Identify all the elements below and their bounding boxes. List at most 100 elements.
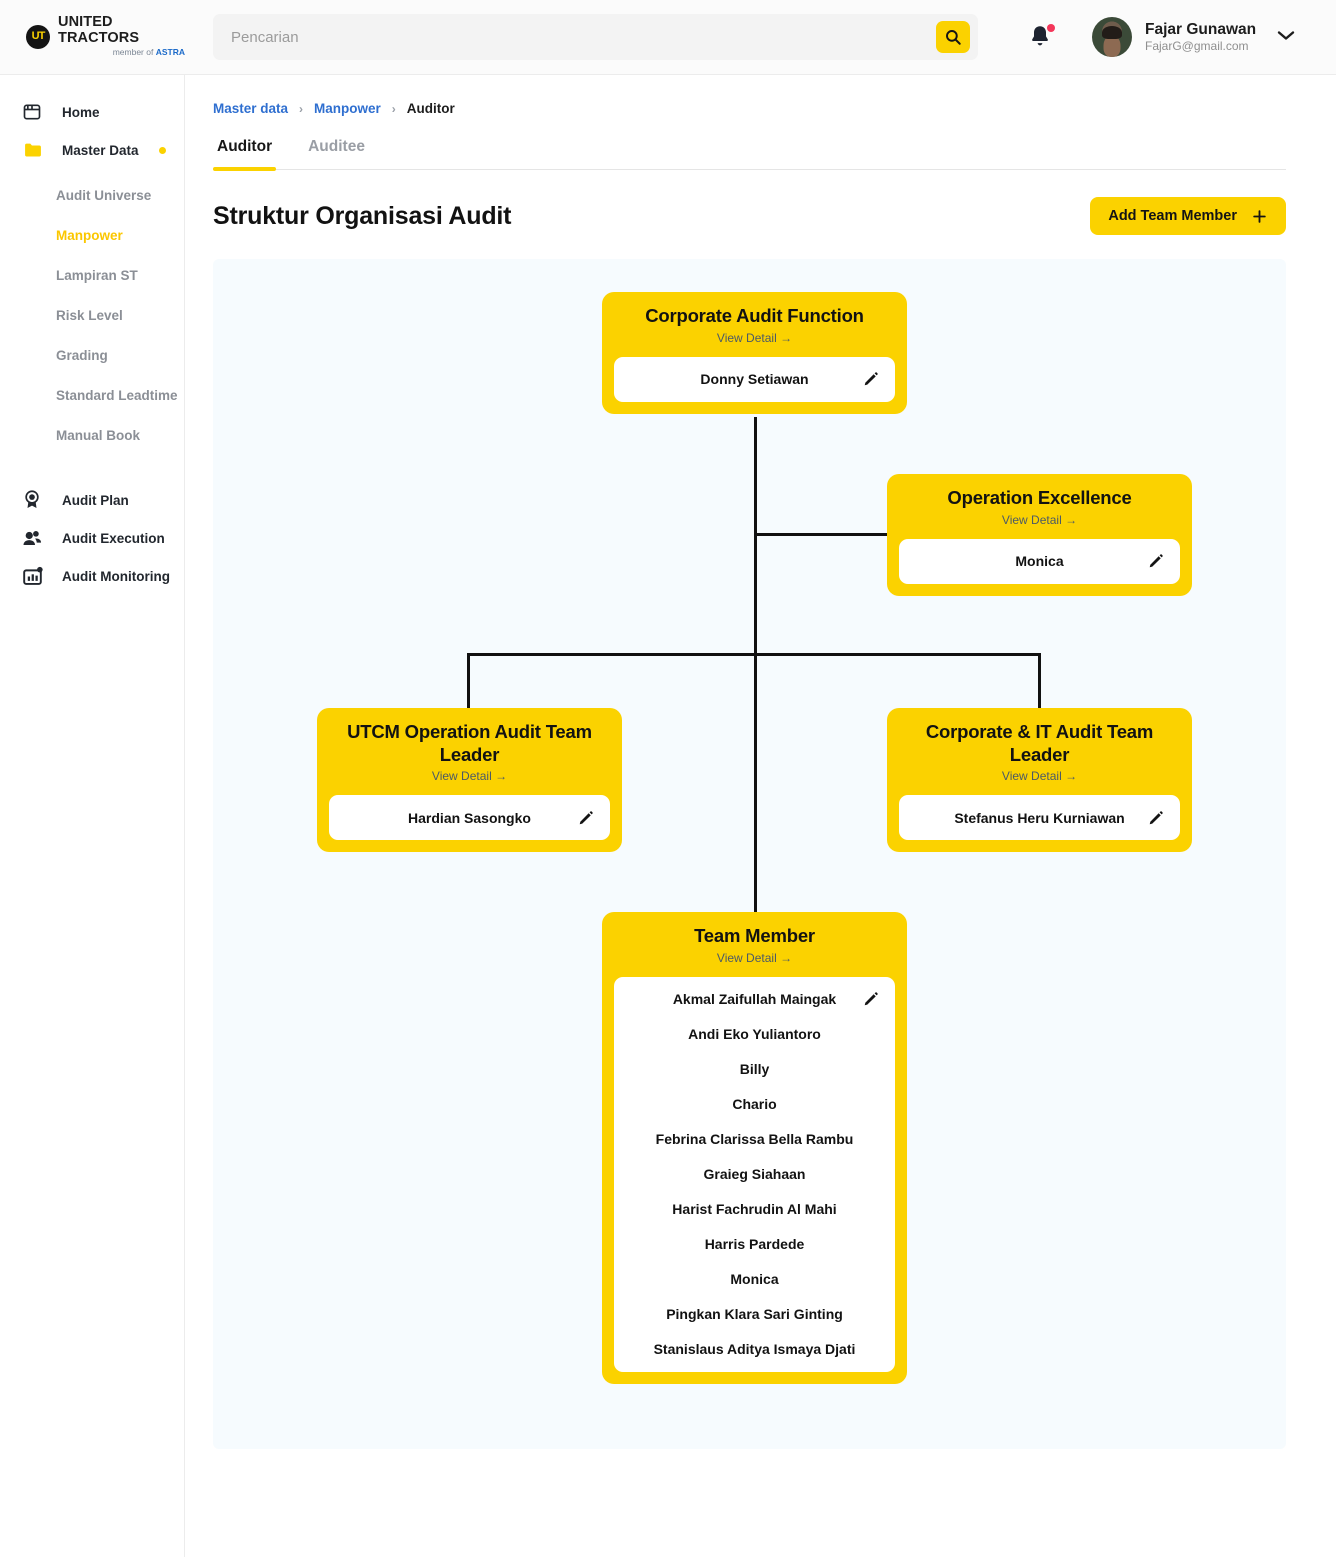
person-row: Pingkan Klara Sari Ginting	[614, 1301, 895, 1328]
view-detail-link[interactable]: View Detail →	[716, 950, 793, 965]
sidebar-item-risk-level[interactable]: Risk Level	[0, 295, 184, 335]
person-row: Billy	[614, 1056, 895, 1083]
sidebar-item-audit-universe[interactable]: Audit Universe	[0, 175, 184, 215]
org-node-team-member[interactable]: Team Member View Detail → Akmal Zaifulla…	[602, 912, 907, 1384]
person-row: Hardian Sasongko	[329, 804, 610, 831]
tab-auditee[interactable]: Auditee	[308, 138, 365, 155]
notifications-button[interactable]	[1028, 23, 1055, 51]
main-content: Master data › Manpower › Auditor Auditor…	[185, 75, 1336, 1557]
person-name: Stanislaus Aditya Ismaya Djati	[653, 1341, 856, 1358]
org-node-title: UTCM Operation Audit Team Leader	[347, 721, 592, 765]
chevron-down-icon[interactable]	[1276, 28, 1296, 46]
person-row: Stanislaus Aditya Ismaya Djati	[614, 1336, 895, 1363]
connector-trunk-to-team-member	[754, 653, 757, 915]
chart-bar-icon	[22, 566, 46, 587]
connector-to-corporate-it-leader	[1038, 653, 1041, 715]
sidebar-subitem-label: Lampiran ST	[56, 267, 138, 283]
user-email: FajarG@gmail.com	[1145, 38, 1249, 53]
home-icon	[22, 102, 46, 122]
org-node-operation-excellence[interactable]: Operation Excellence View Detail → Monic…	[887, 474, 1192, 596]
add-team-member-button[interactable]: Add Team Member	[1090, 197, 1286, 235]
sidebar-item-audit-plan[interactable]: Audit Plan	[0, 481, 184, 519]
edit-person-button[interactable]	[1146, 808, 1166, 828]
edit-person-button[interactable]	[1146, 551, 1166, 571]
sidebar-item-standard-leadtime[interactable]: Standard Leadtime	[0, 375, 184, 415]
breadcrumb-item-manpower[interactable]: Manpower	[314, 101, 381, 116]
edit-person-button[interactable]	[861, 369, 881, 389]
org-node-people: Monica	[899, 538, 1180, 584]
breadcrumb-separator: ›	[299, 101, 304, 116]
notification-badge	[1047, 24, 1055, 32]
breadcrumb-item-master-data[interactable]: Master data	[213, 101, 289, 116]
sidebar-divider-space	[0, 455, 184, 481]
sidebar-item-manual-book[interactable]: Manual Book	[0, 415, 184, 455]
sidebar-item-lampiran-st[interactable]: Lampiran ST	[0, 255, 184, 295]
pencil-icon	[1149, 810, 1163, 824]
sidebar-item-master-data[interactable]: Master Data	[0, 131, 184, 169]
people-icon	[22, 528, 46, 548]
person-name: Harist Fachrudin Al Mahi	[672, 1201, 837, 1218]
view-detail-link[interactable]: View Detail →	[431, 769, 508, 784]
person-name: Graieg Siahaan	[703, 1166, 806, 1183]
folder-icon	[22, 140, 46, 160]
search-icon	[946, 30, 961, 45]
breadcrumb: Master data › Manpower › Auditor	[185, 75, 1336, 116]
sidebar-item-home[interactable]: Home	[0, 93, 184, 131]
sidebar-item-audit-execution[interactable]: Audit Execution	[0, 519, 184, 557]
org-node-corporate-audit-function[interactable]: Corporate Audit Function View Detail → D…	[602, 292, 907, 414]
edit-person-button[interactable]	[576, 808, 596, 828]
logo-mark-text: UT	[31, 30, 46, 43]
page-title: Struktur Organisasi Audit	[213, 201, 512, 230]
org-node-people: Stefanus Heru Kurniawan	[899, 795, 1180, 841]
org-node-people: Donny Setiawan	[614, 356, 895, 402]
person-name: Akmal Zaifullah Maingak	[672, 991, 837, 1008]
person-name: Pingkan Klara Sari Ginting	[666, 1306, 843, 1323]
sidebar-item-manpower[interactable]: Manpower	[0, 215, 184, 255]
user-name: Fajar Gunawan	[1145, 20, 1257, 38]
sidebar-subitem-label: Manual Book	[56, 427, 141, 443]
person-row: Donny Setiawan	[614, 366, 895, 393]
org-chart-canvas: Corporate Audit Function View Detail → D…	[213, 259, 1286, 1449]
person-name: Monica	[730, 1271, 779, 1288]
org-node-title: Team Member	[694, 925, 815, 946]
brand-subtitle: member of ASTRA	[112, 46, 185, 57]
sidebar-subitem-label: Risk Level	[56, 307, 123, 323]
view-detail-link[interactable]: View Detail →	[1001, 512, 1078, 527]
sidebar-item-label: Audit Monitoring	[62, 568, 170, 584]
person-row: Harris Pardede	[614, 1231, 895, 1258]
org-node-title: Corporate Audit Function	[645, 305, 864, 326]
avatar	[1092, 17, 1132, 57]
org-node-corporate-it-audit-team-leader[interactable]: Corporate & IT Audit Team Leader View De…	[887, 708, 1192, 853]
edit-person-button[interactable]	[861, 989, 881, 1009]
search-bar[interactable]	[213, 14, 978, 60]
sidebar-item-audit-monitoring[interactable]: Audit Monitoring	[0, 557, 184, 595]
sidebar-item-grading[interactable]: Grading	[0, 335, 184, 375]
view-detail-link[interactable]: View Detail →	[1001, 769, 1078, 784]
sidebar-subnav: Audit Universe Manpower Lampiran ST Risk…	[0, 175, 184, 455]
tab-auditor[interactable]: Auditor	[213, 138, 277, 171]
person-name: Harris Pardede	[704, 1236, 805, 1253]
person-name: Hardian Sasongko	[408, 809, 531, 826]
page-header: Struktur Organisasi Audit Add Team Membe…	[213, 197, 1286, 235]
pencil-icon	[864, 992, 878, 1006]
search-button[interactable]	[936, 21, 970, 53]
breadcrumb-item-auditor: Auditor	[406, 101, 455, 116]
person-row: Monica	[614, 1266, 895, 1293]
sidebar-subitem-label: Audit Universe	[56, 187, 152, 203]
person-row: Graieg Siahaan	[614, 1161, 895, 1188]
sidebar: Home Master Data Audit Universe Manpower…	[0, 75, 185, 1557]
person-name: Chario	[732, 1096, 777, 1113]
person-name: Monica	[1015, 553, 1064, 570]
connector-to-operation-excellence	[754, 533, 890, 536]
view-detail-link[interactable]: View Detail →	[716, 330, 793, 345]
sidebar-active-indicator	[159, 146, 166, 154]
search-input[interactable]	[231, 28, 936, 46]
user-menu[interactable]: Fajar Gunawan FajarG@gmail.com	[1092, 17, 1296, 57]
sidebar-subitem-label: Grading	[56, 347, 108, 363]
org-node-utcm-operation-audit-team-leader[interactable]: UTCM Operation Audit Team Leader View De…	[317, 708, 622, 853]
person-row: Chario	[614, 1091, 895, 1118]
sidebar-item-label: Home	[62, 104, 100, 120]
pencil-icon	[1149, 554, 1163, 568]
add-team-member-label: Add Team Member	[1108, 208, 1237, 224]
brand-name: UNITED TRACTORS	[58, 14, 140, 46]
